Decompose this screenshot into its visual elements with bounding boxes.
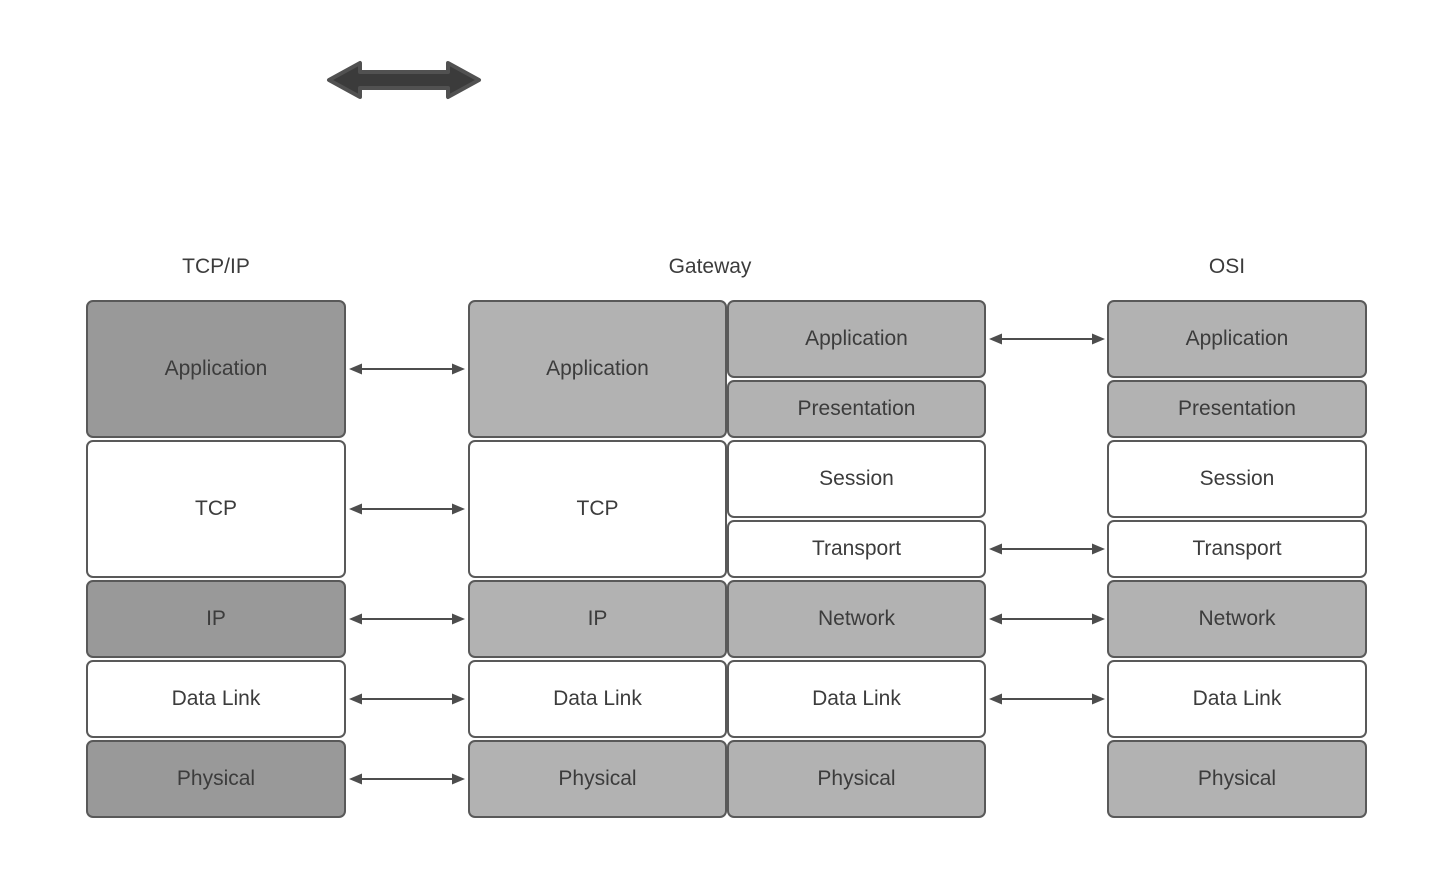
gateway-left-layer-application: Application [468, 300, 727, 438]
layer-label: Session [819, 467, 894, 490]
arrow-tcpip-gateway-physical [349, 773, 465, 785]
osi-layer-session: Session [1107, 440, 1367, 518]
osi-layer-physical: Physical [1107, 740, 1367, 818]
layer-label: Network [817, 607, 896, 630]
layer-label: Application [1185, 327, 1289, 350]
layer-label: Physical [1197, 767, 1277, 790]
gateway-left-layer-physical: Physical [468, 740, 727, 818]
gateway-right-layer-session: Session [727, 440, 986, 518]
osi-layer-network: Network [1107, 580, 1367, 658]
bidirectional-arrow-icon [327, 61, 481, 99]
layer-label: Network [1198, 607, 1276, 630]
column-header-tcpip: TCP/IP [182, 255, 250, 278]
arrow-gateway-osi-data-link [989, 693, 1105, 705]
layer-label: Transport [1192, 537, 1282, 560]
gateway-right-layer-physical: Physical [727, 740, 986, 818]
layer-label: TCP [576, 497, 619, 520]
layer-label: Data Link [553, 687, 642, 710]
layer-label: Presentation [797, 397, 916, 420]
osi-layer-application: Application [1107, 300, 1367, 378]
arrow-tcpip-gateway-tcp [349, 503, 465, 515]
tcpip-layer-physical: Physical [86, 740, 346, 818]
osi-layer-presentation: Presentation [1107, 380, 1367, 438]
tcpip-layer-application: Application [86, 300, 346, 438]
arrow-tcpip-gateway-data-link [349, 693, 465, 705]
layer-label: Session [1199, 467, 1275, 490]
layer-label: Data Link [171, 687, 261, 710]
gateway-right-layer-transport: Transport [727, 520, 986, 578]
layer-label: IP [587, 607, 608, 630]
tcpip-layer-ip: IP [86, 580, 346, 658]
gateway-right-layer-network: Network [727, 580, 986, 658]
column-header-osi: OSI [1208, 255, 1246, 278]
gateway-left-layer-tcp: TCP [468, 440, 727, 578]
layer-label: Data Link [812, 687, 901, 710]
column-header-gateway: Gateway [668, 255, 752, 278]
gateway-right-layer-data-link: Data Link [727, 660, 986, 738]
tcpip-layer-data-link: Data Link [86, 660, 346, 738]
arrow-tcpip-gateway-application [349, 363, 465, 375]
gateway-right-layer-application: Application [727, 300, 986, 378]
osi-layer-data-link: Data Link [1107, 660, 1367, 738]
layer-label: Transport [811, 537, 902, 560]
layer-label: Application [164, 357, 268, 380]
arrow-gateway-osi-application [989, 333, 1105, 345]
arrow-gateway-osi-transport [989, 543, 1105, 555]
layer-label: Application [805, 327, 908, 350]
gateway-left-layer-ip: IP [468, 580, 727, 658]
gateway-right-layer-presentation: Presentation [727, 380, 986, 438]
arrow-tcpip-gateway-ip [349, 613, 465, 625]
layer-label: Physical [176, 767, 256, 790]
osi-layer-transport: Transport [1107, 520, 1367, 578]
layer-label: Physical [817, 767, 896, 790]
gateway-left-layer-data-link: Data Link [468, 660, 727, 738]
layer-label: Data Link [1192, 687, 1282, 710]
layer-label: Physical [558, 767, 637, 790]
layer-label: Application [546, 357, 649, 380]
arrow-gateway-osi-network [989, 613, 1105, 625]
layer-label: IP [206, 607, 226, 630]
layer-label: TCP [195, 497, 237, 520]
tcpip-layer-tcp: TCP [86, 440, 346, 578]
layer-label: Presentation [1178, 397, 1296, 420]
